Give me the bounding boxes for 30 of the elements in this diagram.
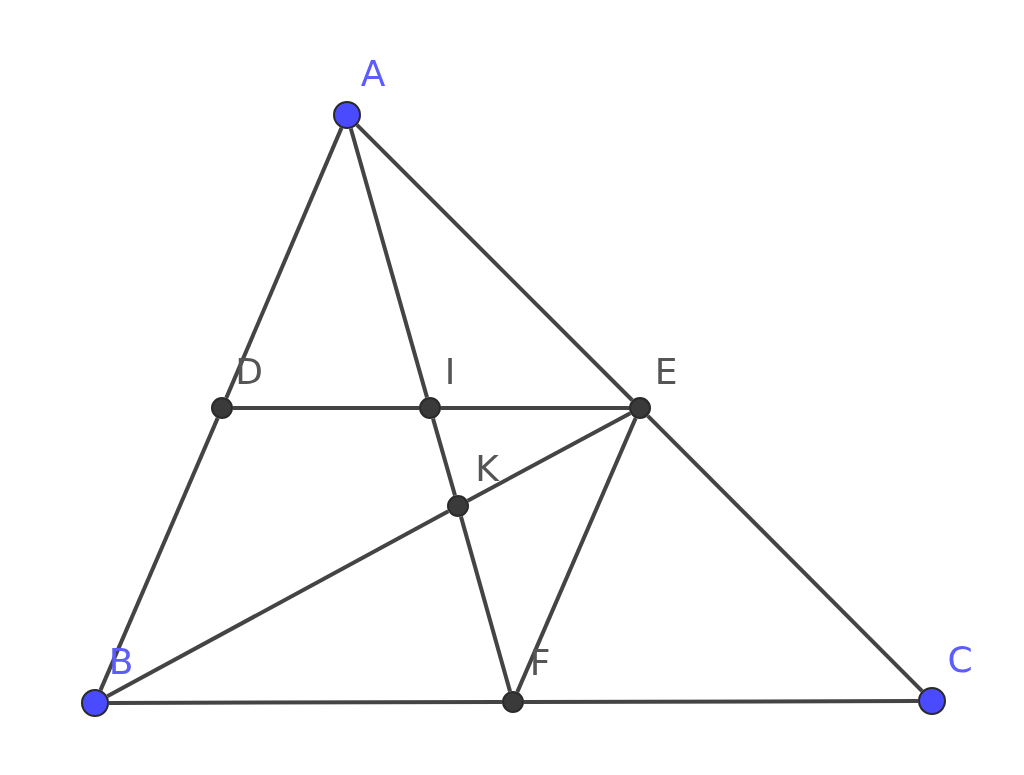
point-dot <box>333 101 361 129</box>
point-dot <box>918 687 946 715</box>
line-segment <box>466 411 632 503</box>
line-segment <box>355 123 634 402</box>
point-label: A <box>360 56 386 92</box>
point-label: E <box>654 354 678 390</box>
point-label: K <box>475 451 499 487</box>
point-dot <box>419 397 441 419</box>
point-dot <box>211 397 233 419</box>
point-label: C <box>947 642 973 678</box>
line-segment <box>106 509 450 699</box>
point-dot <box>629 397 651 419</box>
line-segment <box>98 417 220 691</box>
line-segment <box>109 700 502 705</box>
point-label: I <box>444 354 456 390</box>
point-dot <box>502 691 524 713</box>
line-segment <box>524 699 918 704</box>
line-segment <box>441 406 629 410</box>
line-segment <box>348 127 429 398</box>
point-label: D <box>235 354 263 390</box>
line-segment <box>224 127 344 399</box>
line-segment <box>646 414 924 693</box>
point-label: B <box>108 644 134 680</box>
point-dot <box>81 689 109 717</box>
line-segment <box>431 418 457 496</box>
line-segment <box>515 417 638 693</box>
point-dot <box>447 495 469 517</box>
point-label: F <box>529 645 551 681</box>
line-segment <box>233 406 419 410</box>
line-segment <box>459 516 512 692</box>
